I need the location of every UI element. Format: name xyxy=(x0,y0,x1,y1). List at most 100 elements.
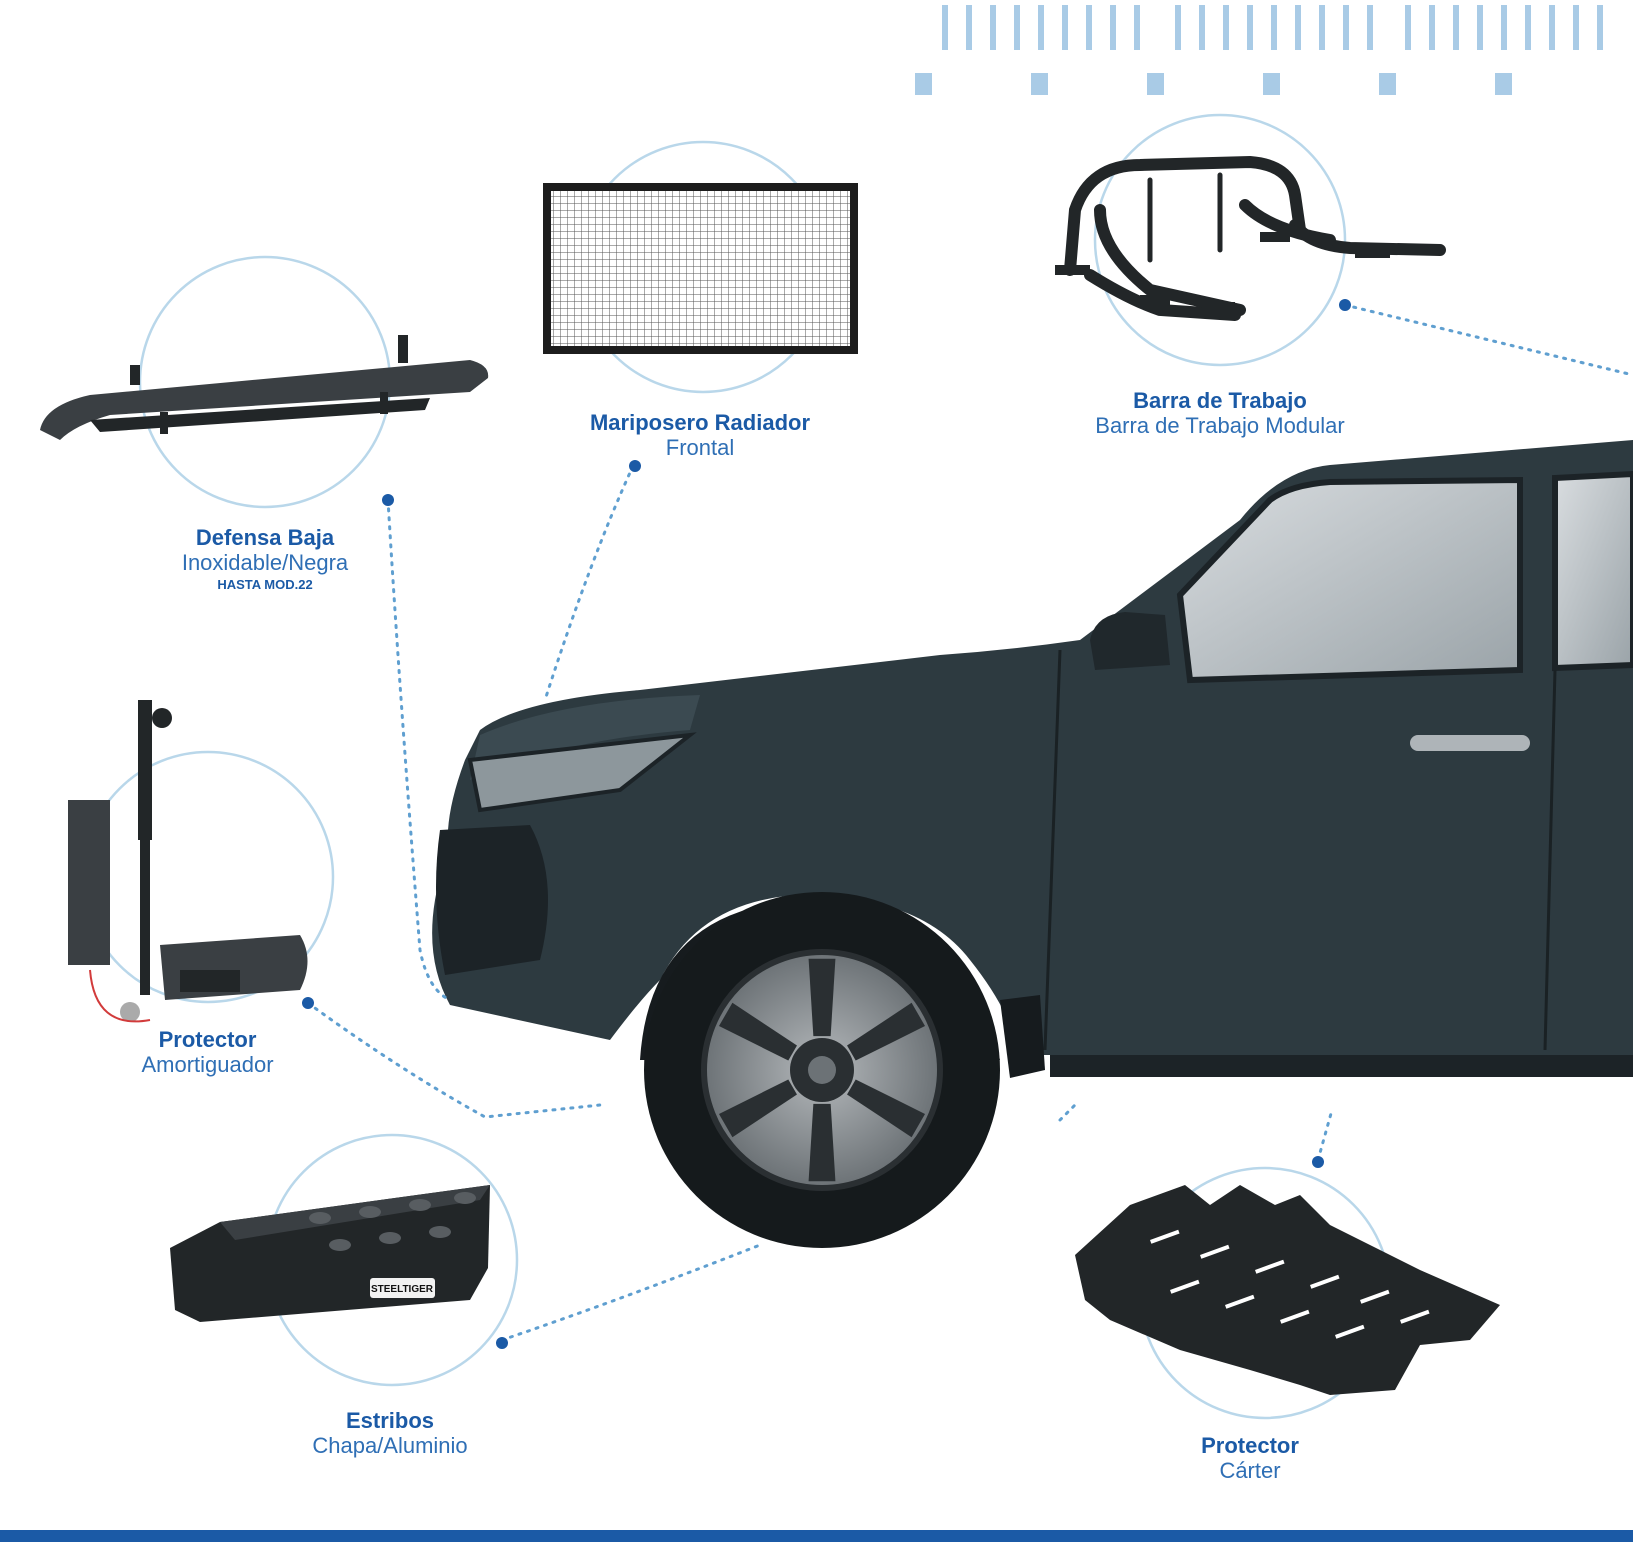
skid-slot xyxy=(1225,1294,1255,1309)
label-mariposero: Mariposero Radiador Frontal xyxy=(560,410,840,461)
label-amortiguador: Protector Amortiguador xyxy=(100,1027,315,1078)
truck-hood xyxy=(470,695,700,780)
connector-dots xyxy=(302,299,1351,1349)
product-subtitle: Amortiguador xyxy=(141,1052,274,1078)
dot-mariposero xyxy=(629,460,641,472)
skid-slot xyxy=(1170,1279,1200,1294)
truck-door-handle xyxy=(1410,735,1530,751)
product-title: Estribos xyxy=(345,1408,435,1433)
deco-square xyxy=(1379,73,1396,95)
side-step-icon: STEELTIGER xyxy=(170,1185,490,1322)
dot-estribos xyxy=(496,1337,508,1349)
deco-stripe xyxy=(1477,5,1483,50)
deco-stripe xyxy=(1573,5,1579,50)
product-title: Protector xyxy=(158,1027,257,1052)
deco-stripe xyxy=(1319,5,1325,50)
shock-protector-icon xyxy=(68,700,308,1023)
product-subtitle: Chapa/Aluminio xyxy=(312,1433,468,1459)
front-bumper-icon xyxy=(40,335,489,440)
deco-stripe xyxy=(1110,5,1116,50)
step-hole xyxy=(429,1226,451,1238)
connector-barra xyxy=(1343,303,1633,377)
deco-stripe xyxy=(1271,5,1277,50)
dot-carter xyxy=(1312,1156,1324,1168)
pickup-truck-icon xyxy=(432,440,1633,1248)
deco-square xyxy=(1031,73,1048,95)
connector-amortiguador xyxy=(306,1001,602,1119)
step-hole xyxy=(329,1239,351,1251)
deco-stripe xyxy=(1501,5,1507,50)
step-hole xyxy=(409,1199,431,1211)
truck-window-rear xyxy=(1552,470,1633,672)
deco-stripe xyxy=(1038,5,1044,50)
skid-slot xyxy=(1255,1259,1285,1274)
deco-stripe xyxy=(1343,5,1349,50)
label-carter: Protector Cárter xyxy=(1140,1433,1360,1484)
circle-barra xyxy=(1093,113,1347,367)
product-title: Mariposero Radiador xyxy=(589,410,811,435)
wheel-spoke xyxy=(808,1103,836,1182)
product-title: Barra de Trabajo xyxy=(1133,388,1307,413)
label-defensa: Defensa Baja Inoxidable/Negra HASTA MOD.… xyxy=(145,525,385,593)
skid-slot xyxy=(1310,1274,1340,1289)
dot-defensa xyxy=(382,494,394,506)
label-barra: Barra de Trabajo Barra de Trabajo Modula… xyxy=(1060,388,1380,439)
dot-amortiguador xyxy=(302,997,314,1009)
decorative-bars xyxy=(915,5,1603,95)
deco-stripe xyxy=(966,5,972,50)
skid-slot xyxy=(1334,1324,1365,1339)
wheel-spoke xyxy=(847,1002,926,1061)
product-note: HASTA MOD.22 xyxy=(217,576,313,592)
skid-slot xyxy=(1360,1289,1390,1304)
product-title: Protector xyxy=(1201,1433,1299,1458)
skid-slot xyxy=(1150,1229,1180,1244)
deco-stripe xyxy=(1429,5,1435,50)
deco-stripe xyxy=(1597,5,1603,50)
deco-stripe xyxy=(942,5,948,50)
dot-barra xyxy=(1339,299,1351,311)
deco-stripe xyxy=(1062,5,1068,50)
deco-stripe xyxy=(1175,5,1181,50)
product-subtitle: Barra de Trabajo Modular xyxy=(1095,413,1345,439)
truck-wheel xyxy=(644,892,1000,1248)
deco-stripe xyxy=(990,5,996,50)
truck-grille xyxy=(436,825,548,975)
connector-carter-upper xyxy=(1058,1103,1077,1122)
deco-stripe xyxy=(1367,5,1373,50)
deco-square xyxy=(1147,73,1164,95)
step-hole xyxy=(454,1192,476,1204)
deco-stripe xyxy=(1247,5,1253,50)
step-hole xyxy=(359,1206,381,1218)
connector-lines xyxy=(306,303,1633,1342)
skid-slot xyxy=(1200,1244,1230,1259)
deco-stripe xyxy=(1453,5,1459,50)
deco-square xyxy=(1495,73,1512,95)
wheel-spoke xyxy=(718,1002,797,1061)
deco-stripe xyxy=(1295,5,1301,50)
deco-stripe xyxy=(1405,5,1411,50)
label-estribos: Estribos Chapa/Aluminio xyxy=(270,1408,510,1459)
product-subtitle: Frontal xyxy=(665,435,735,461)
product-subtitle: Inoxidable/Negra xyxy=(181,550,349,576)
wheel-spoke xyxy=(847,1079,926,1138)
product-subtitle: Cárter xyxy=(1219,1458,1281,1484)
bottom-accent-bar xyxy=(0,1530,1633,1542)
skid-slot xyxy=(1400,1309,1430,1324)
step-hole xyxy=(309,1212,331,1224)
radiator-mesh-icon xyxy=(543,183,858,354)
svg-text:STEELTIGER: STEELTIGER xyxy=(371,1284,434,1295)
deco-stripe xyxy=(1549,5,1555,50)
deco-stripe xyxy=(1223,5,1229,50)
deco-stripe xyxy=(1525,5,1531,50)
deco-stripe xyxy=(1134,5,1140,50)
roll-bar-icon xyxy=(1055,155,1446,321)
deco-stripe xyxy=(1199,5,1205,50)
skid-plate-icon xyxy=(1075,1185,1500,1395)
step-hole xyxy=(379,1232,401,1244)
deco-square xyxy=(1263,73,1280,95)
wheel-spoke xyxy=(808,958,836,1037)
connector-carter xyxy=(1316,1108,1334,1162)
connector-mariposero xyxy=(543,464,635,702)
